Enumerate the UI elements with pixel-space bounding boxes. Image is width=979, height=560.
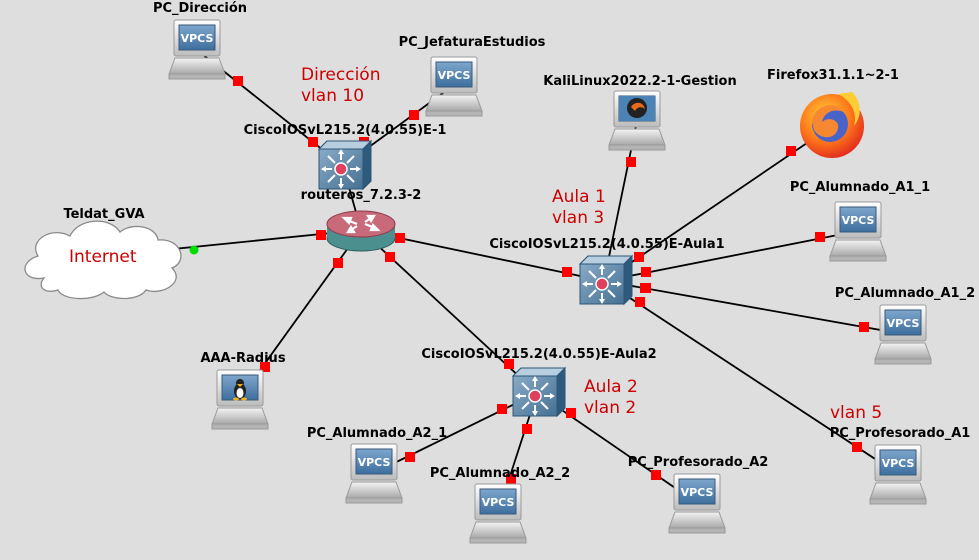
switch-e1-label: CiscoIOSvL215.2(4.0.55)E-1 (243, 123, 447, 138)
port-status-stopped (308, 137, 318, 147)
port-status-stopped (316, 230, 326, 240)
pc-alumnado-a1-2-node[interactable]: VPCS (874, 304, 932, 365)
port-status-stopped (786, 146, 796, 156)
link-pc_a2_1-sw_aula2[interactable] (373, 392, 538, 474)
note-aula1-vlan[interactable]: Aula 1 vlan 3 (552, 187, 606, 228)
port-status-stopped (395, 233, 405, 243)
switch-aula1-label: CiscoIOSvL215.2(4.0.55)E-Aula1 (489, 237, 725, 252)
pc-alumnado-a1-2-label: PC_Alumnado_A1_2 (834, 286, 976, 301)
firefox-icon (800, 92, 864, 158)
port-status-stopped (522, 424, 532, 434)
port-status-started (189, 245, 199, 255)
router-icon (341, 214, 381, 234)
vpcs-icon: VPCS (882, 457, 915, 470)
port-status-stopped (260, 362, 270, 372)
port-status-stopped (506, 474, 516, 484)
note-direccion-vlan[interactable]: Dirección vlan 10 (301, 65, 381, 106)
port-status-stopped (497, 404, 507, 414)
port-status-stopped (852, 442, 862, 452)
note-vlan5[interactable]: vlan 5 (830, 403, 883, 423)
firefox-label: Firefox31.1.1~2-1 (767, 68, 899, 83)
teldat-cloud-node[interactable] (24, 220, 182, 300)
teldat-label: Teldat_GVA (63, 207, 145, 222)
port-status-stopped (385, 252, 395, 262)
pc-alumnado-a1-1-label: PC_Alumnado_A1_1 (789, 180, 931, 195)
port-status-stopped (333, 258, 343, 268)
vpcs-icon: VPCS (842, 214, 875, 227)
ports-layer (189, 76, 869, 484)
note-aula2-vlan[interactable]: Aula 2 vlan 2 (584, 377, 638, 418)
port-status-stopped (626, 157, 636, 167)
link-pc_prof_a2-sw_aula2[interactable] (536, 392, 698, 504)
pc-direccion-node[interactable]: VPCS (168, 19, 226, 80)
pc-alumnado-a2-1-node[interactable]: VPCS (345, 443, 403, 504)
link-pc_a1_2-sw_aula1[interactable] (603, 280, 904, 335)
switch-aula2-node[interactable] (512, 367, 566, 417)
switch-icon (579, 255, 633, 305)
port-status-stopped (815, 232, 825, 242)
kali-label: KaliLinux2022.2-1-Gestion (543, 74, 737, 89)
vpcs-icon: VPCS (181, 32, 214, 45)
pc-jefatura-node[interactable]: VPCS (425, 56, 483, 117)
switch-icon (318, 140, 372, 190)
pc-jefatura-label: PC_JefaturaEstudios (398, 35, 546, 50)
port-status-stopped (635, 297, 645, 307)
pc-alumnado-a2-1-label: PC_Alumnado_A2_1 (306, 426, 448, 441)
pc-profesorado-a2-label: PC_Profesorado_A2 (627, 455, 769, 470)
firefox-node[interactable] (800, 92, 864, 158)
port-status-stopped (651, 470, 661, 480)
switch-e1-node[interactable] (318, 140, 372, 190)
aaa-radius-label: AAA-Radius (200, 351, 286, 366)
port-status-stopped (634, 252, 644, 262)
vpcs-icon: VPCS (887, 317, 920, 330)
cloud-icon (24, 220, 182, 300)
vpcs-icon: VPCS (438, 69, 471, 82)
port-status-stopped (409, 110, 419, 120)
port-status-stopped (405, 452, 415, 462)
port-status-stopped (641, 267, 651, 277)
linux-icon (233, 379, 247, 401)
switch-icon (512, 367, 566, 417)
port-status-stopped (233, 76, 243, 86)
aaa-radius-node[interactable] (211, 369, 269, 430)
kali-node[interactable] (608, 90, 666, 151)
router-node[interactable] (326, 210, 396, 252)
router-label: routeros_7.2.3-2 (300, 188, 422, 203)
pc-profesorado-a1-label: PC_Profesorado_A1 (829, 426, 971, 441)
port-status-stopped (566, 408, 576, 418)
pc-profesorado-a2-node[interactable]: VPCS (668, 473, 726, 534)
pc-alumnado-a2-2-node[interactable]: VPCS (469, 483, 527, 544)
vpcs-icon: VPCS (358, 456, 391, 469)
switch-aula2-label: CiscoIOSvL215.2(4.0.55)E-Aula2 (421, 347, 657, 362)
vpcs-icon: VPCS (681, 486, 714, 499)
pc-profesorado-a1-node[interactable]: VPCS (869, 444, 927, 505)
port-status-stopped (640, 283, 650, 293)
pc-alumnado-a2-2-label: PC_Alumnado_A2_2 (429, 466, 571, 481)
port-status-stopped (562, 267, 572, 277)
cloud-internet-text: Internet (69, 247, 137, 267)
pc-alumnado-a1-1-node[interactable]: VPCS (829, 201, 887, 262)
port-status-stopped (859, 322, 869, 332)
port-status-stopped (504, 359, 514, 369)
pc-direccion-label: PC_Dirección (152, 1, 248, 16)
links-layer (103, 49, 904, 514)
link-pc_prof_a1-sw_aula1[interactable] (603, 280, 899, 475)
kali-icon (619, 96, 655, 121)
vpcs-icon: VPCS (482, 496, 515, 509)
switch-aula1-node[interactable] (579, 255, 633, 305)
